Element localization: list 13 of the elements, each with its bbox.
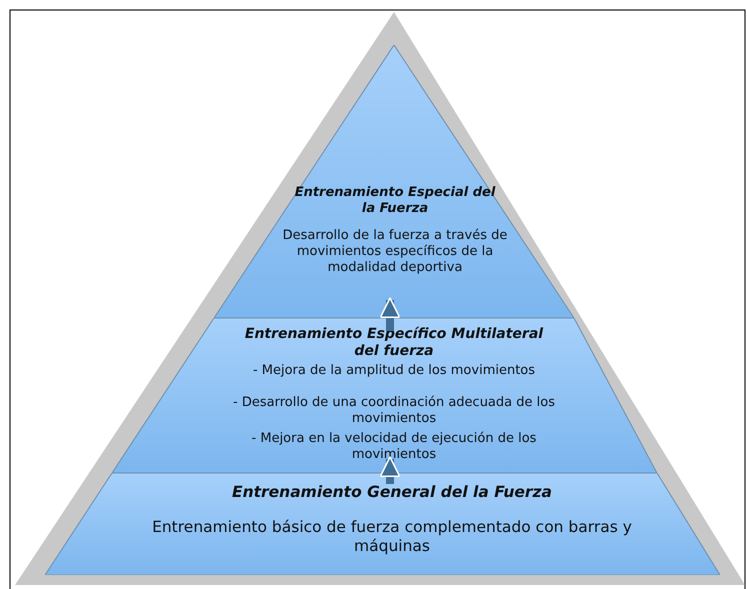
pyramid-tier (214, 45, 574, 318)
bullet-text: - Mejora en la velocidad de ejecución de los movimientos (250, 431, 538, 463)
tier-description: Desarrollo de la fuerza a través de movimientos específicos de la modalidad deportiva (282, 228, 508, 276)
tier-description: Entrenamiento básico de fuerza complementado con barras y máquinas (152, 518, 632, 556)
tier-heading: Entrenamiento Especial del la Fuerza (294, 185, 496, 217)
bullet-text: - Mejora de la amplitud de los movimientos (252, 363, 536, 379)
bullet-text: - Desarrollo de una coordinación adecuada de los movimientos (232, 395, 556, 427)
pyramid-tier (45, 473, 720, 575)
tier-heading: Entrenamiento General del la Fuerza (230, 483, 553, 502)
tier-heading: Entrenamiento Específico Multilateral del fuerza (244, 326, 544, 360)
up-arrow (380, 297, 400, 331)
up-arrow (380, 456, 400, 484)
pyramid-tier (112, 318, 657, 473)
